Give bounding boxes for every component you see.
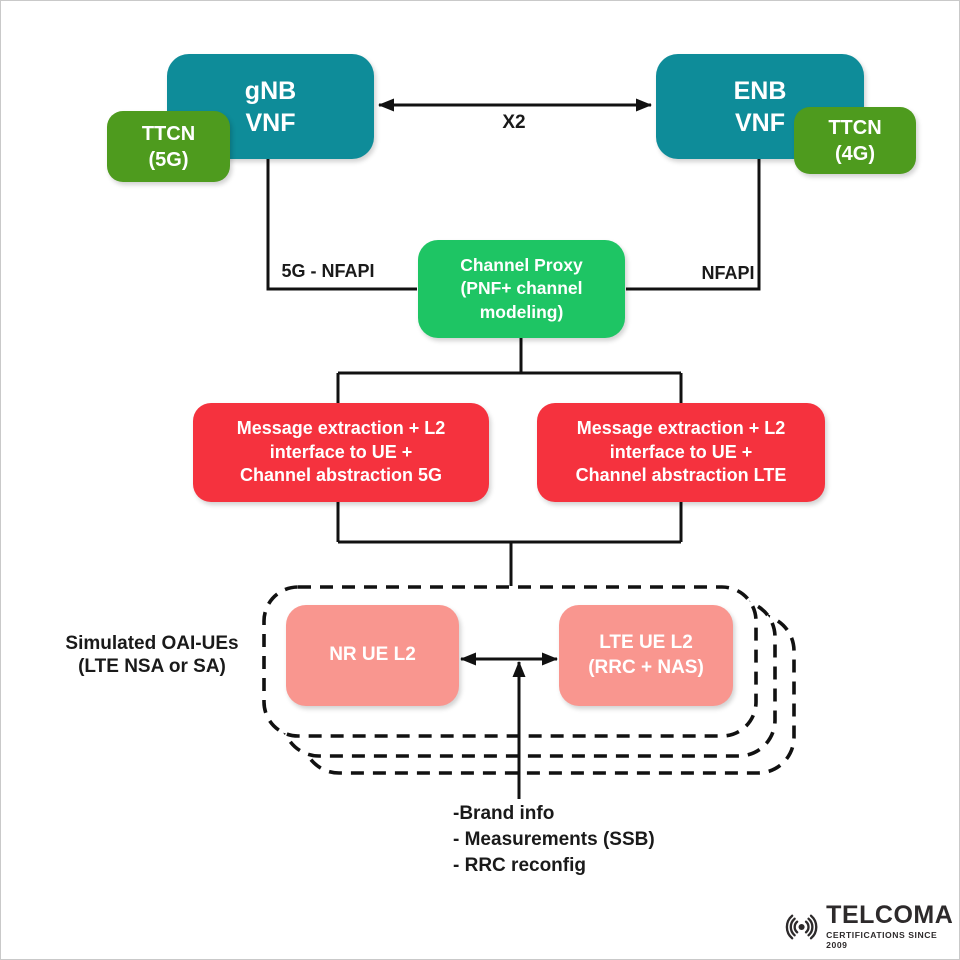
proxy-to-extraction-connector <box>336 337 683 403</box>
ue-notes: -Brand info - Measurements (SSB) - RRC r… <box>453 802 655 881</box>
message-extraction-5g-line1: Message extraction + L2 <box>236 417 446 438</box>
message-extraction-lte-node: Message extraction + L2 interface to UE … <box>537 403 825 502</box>
ttcn-4g-label-line1: TTCN <box>828 116 882 139</box>
nfapi-5g-label: 5G - NFAPI <box>281 261 375 281</box>
ttcn-5g-node: TTCN (5G) <box>107 111 230 182</box>
channel-proxy-node: Channel Proxy (PNF+ channel modeling) <box>418 240 625 338</box>
enb-vnf-label-line1: ENB <box>733 76 787 105</box>
lte-ue-l2-node: LTE UE L2 (RRC + NAS) <box>559 605 733 706</box>
channel-proxy-label-line2: (PNF+ channel <box>460 278 583 299</box>
logo-brand: TELCOMA <box>826 901 954 929</box>
gnb-vnf-label-line1: gNB <box>244 76 297 105</box>
ue-note-rrc-reconfig: - RRC reconfig <box>453 855 586 877</box>
nr-ue-l2-node: NR UE L2 <box>286 605 459 706</box>
enb-to-proxy-connector <box>626 159 761 291</box>
simulated-oai-ues-line1: Simulated OAI-UEs <box>65 633 239 654</box>
ttcn-5g-label-line1: TTCN <box>141 122 196 145</box>
extraction-to-ue-connector <box>336 502 683 586</box>
enb-vnf-label-line2: VNF <box>735 108 785 137</box>
message-extraction-lte-line3: Channel abstraction LTE <box>575 465 787 486</box>
lte-ue-l2-label-line2: (RRC + NAS) <box>588 656 704 678</box>
x2-label: X2 <box>502 112 526 133</box>
ttcn-4g-node: TTCN (4G) <box>794 107 916 174</box>
ttcn-4g-label-line2: (4G) <box>835 142 875 165</box>
ue-note-brand-info: -Brand info <box>453 803 555 824</box>
message-extraction-lte-line1: Message extraction + L2 <box>576 417 786 438</box>
logo-text: TELCOMA CERTIFICATIONS SINCE 2009 <box>826 901 959 951</box>
gnb-vnf-label-line2: VNF <box>245 108 296 137</box>
lte-ue-l2-label-line1: LTE UE L2 <box>599 631 693 653</box>
radio-waves-icon <box>785 914 818 939</box>
gnb-to-proxy-connector <box>266 159 417 291</box>
channel-proxy-label-line1: Channel Proxy <box>460 255 583 276</box>
nfapi-label: NFAPI <box>701 263 755 283</box>
channel-proxy-label-line3: modeling) <box>479 301 564 322</box>
ue-note-measurements: - Measurements (SSB) <box>453 829 655 851</box>
simulated-oai-ues-label: Simulated OAI-UEs (LTE NSA or SA) <box>43 632 261 678</box>
nr-ue-l2-label: NR UE L2 <box>329 644 416 666</box>
message-extraction-lte-line2: interface to UE + <box>609 441 753 462</box>
telcoma-logo: TELCOMA CERTIFICATIONS SINCE 2009 <box>780 903 959 950</box>
ttcn-5g-label-line2: (5G) <box>148 148 189 171</box>
logo-tagline: CERTIFICATIONS SINCE 2009 <box>826 930 938 950</box>
message-extraction-5g-line2: interface to UE + <box>269 441 413 462</box>
message-extraction-5g-node: Message extraction + L2 interface to UE … <box>193 403 489 502</box>
simulated-oai-ues-line2: (LTE NSA or SA) <box>78 656 226 678</box>
message-extraction-5g-line3: Channel abstraction 5G <box>239 465 443 486</box>
